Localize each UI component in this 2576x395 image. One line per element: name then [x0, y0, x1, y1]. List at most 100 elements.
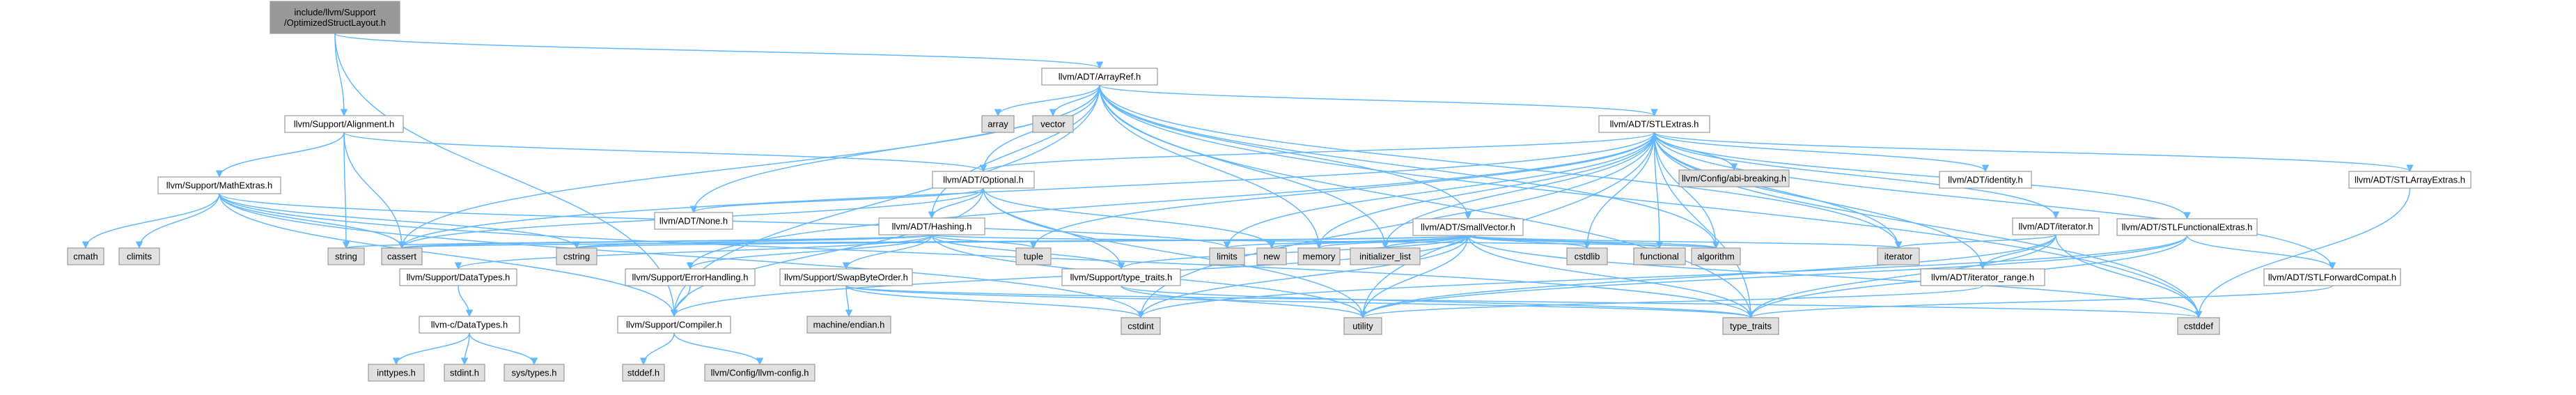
- node-typetraits-h[interactable]: llvm/Support/type_traits.h: [1061, 268, 1181, 286]
- node-label: cassert: [387, 251, 416, 262]
- edge-llvmc_datatypes-to-stdint: [460, 332, 470, 366]
- node-label: machine/endian.h: [813, 320, 885, 330]
- node-iterator[interactable]: llvm/ADT/iterator.h: [2012, 217, 2100, 235]
- node-mathextras[interactable]: llvm/Support/MathExtras.h: [157, 176, 281, 194]
- node-box: [399, 268, 517, 286]
- edge-mathextras-to-cassert: [219, 193, 406, 249]
- node-llvmc-datatypes[interactable]: llvm-c/DataTypes.h: [419, 316, 520, 334]
- edge-stlextras-to-stlarrayextras: [1653, 132, 2414, 173]
- edge-smallvector-to-cstring: [574, 235, 1469, 249]
- edge-stlforwardcompat-to-type_traits: [1747, 285, 2333, 319]
- node-stlarrayextras[interactable]: llvm/ADT/STLArrayExtras.h: [2348, 171, 2472, 189]
- node-box: [1121, 317, 1161, 335]
- edge-stlextras-to-stlforwardcompat: [1653, 132, 2336, 270]
- edge-opt_struct-to-alignment: [334, 33, 348, 117]
- edge-alignment-to-cassert: [343, 132, 406, 249]
- node-box: [2177, 317, 2220, 335]
- node-alignment[interactable]: llvm/Support/Alignment.h: [284, 115, 404, 133]
- node-iterator-range[interactable]: llvm/ADT/iterator_range.h: [1920, 268, 2045, 286]
- node-label: include/llvm/Support: [294, 7, 375, 17]
- edge-mathextras-to-cstring: [219, 193, 581, 249]
- node-box: [2263, 268, 2401, 286]
- node-swapbyteorder[interactable]: llvm/Support/SwapByteOrder.h: [779, 268, 913, 286]
- edge-arrayref-to-vector: [1049, 84, 1100, 117]
- node-optional[interactable]: llvm/ADT/Optional.h: [932, 171, 1035, 189]
- node-box: [1350, 247, 1421, 265]
- node-box: [419, 316, 520, 334]
- node-box: [1256, 247, 1287, 265]
- node-label: tuple: [1024, 251, 1043, 262]
- edge-hashing-to-string: [343, 234, 932, 249]
- node-label: llvm/ADT/Hashing.h: [892, 222, 972, 232]
- node-stlextras[interactable]: llvm/ADT/STLExtras.h: [1598, 115, 1710, 133]
- edge-smallvector-to-cstddef: [1467, 235, 2203, 319]
- edge-swapbyteorder-to-cstdint: [845, 285, 1145, 319]
- node-smallvector[interactable]: llvm/ADT/SmallVector.h: [1412, 218, 1524, 236]
- node-label: algorithm: [1697, 251, 1734, 262]
- edge-optional-to-none: [689, 187, 984, 214]
- node-box: [1939, 171, 2032, 189]
- node-stlfunctionalextras[interactable]: llvm/ADT/STLFunctionalExtras.h: [2116, 218, 2258, 236]
- node-errorhandling[interactable]: llvm/Support/ErrorHandling.h: [625, 268, 756, 286]
- node-label: array: [988, 119, 1008, 130]
- edge-stlextras-to-iterator_std: [1653, 132, 1903, 249]
- node-arrayref[interactable]: llvm/ADT/ArrayRef.h: [1041, 68, 1158, 86]
- node-label: llvm/ADT/STLForwardCompat.h: [2268, 272, 2396, 283]
- node-box: [381, 247, 423, 265]
- node-box: [1041, 68, 1158, 86]
- node-label: cstring: [563, 251, 590, 262]
- node-hashing[interactable]: llvm/ADT/Hashing.h: [878, 217, 985, 235]
- node-identity[interactable]: llvm/ADT/identity.h: [1939, 171, 2032, 189]
- edge-iterator-to-cstddef: [2055, 234, 2203, 319]
- edge-hashing-to-errorhandling: [686, 234, 932, 270]
- edge-smallvector-to-iterator_std: [1467, 235, 1902, 249]
- edge-arrayref-to-iterator_std: [1099, 84, 1903, 249]
- edge-mathextras-to-climits: [135, 193, 220, 249]
- node-label: sys/types.h: [511, 368, 556, 378]
- edge-optional-to-new: [983, 187, 1276, 249]
- edge-hashing-to-swapbyteorder: [842, 234, 932, 270]
- edge-compiler-to-llvmconfig: [673, 332, 764, 366]
- node-label: stdint.h: [450, 368, 479, 378]
- node-box: [1920, 268, 2045, 286]
- edge-typetraits_h-to-utility: [1121, 285, 1367, 319]
- node-box: [284, 115, 404, 133]
- node-none[interactable]: llvm/ADT/None.h: [654, 212, 733, 230]
- edge-typetraits_h-to-type_traits: [1121, 285, 1754, 319]
- node-label: cstdlib: [1575, 251, 1600, 262]
- node-label: cstddef: [2184, 321, 2213, 332]
- node-limits: limits: [1209, 247, 1245, 265]
- edge-stlextras-to-identity: [1653, 132, 1990, 173]
- edge-stlextras-to-algorithm: [1653, 132, 1720, 249]
- node-box: [1598, 115, 1710, 133]
- node-label: utility: [1352, 321, 1373, 332]
- node-box: [1633, 247, 1686, 265]
- node-label: llvm/Support/Compiler.h: [626, 320, 722, 330]
- node-new: new: [1256, 247, 1287, 265]
- node-label: llvm/Support/SwapByteOrder.h: [784, 272, 908, 283]
- edge-iterator-to-iterator_std: [1894, 234, 2056, 249]
- node-vector: vector: [1032, 115, 1074, 133]
- node-label: /OptimizedStructLayout.h: [284, 17, 386, 28]
- dependency-nodes: include/llvm/Support/OptimizedStructLayo…: [67, 1, 2472, 382]
- edge-hashing-to-cstring: [573, 234, 932, 249]
- edge-iterator-to-utility: [1359, 234, 2056, 319]
- node-compiler[interactable]: llvm/Support/Compiler.h: [617, 316, 731, 334]
- node-label: functional: [1640, 251, 1679, 262]
- node-label: llvm/Support/ErrorHandling.h: [632, 272, 749, 283]
- node-stlforwardcompat[interactable]: llvm/ADT/STLForwardCompat.h: [2263, 268, 2401, 286]
- node-box: [1061, 268, 1181, 286]
- node-datatypes[interactable]: llvm/Support/DataTypes.h: [399, 268, 517, 286]
- edge-arrayref-to-stlextras: [1099, 84, 1658, 117]
- edge-stlextras-to-optional: [980, 132, 1655, 173]
- node-box: [1566, 247, 1608, 265]
- node-box: [1032, 115, 1074, 133]
- edge-optional-to-utility: [983, 187, 1367, 319]
- node-box: [878, 217, 985, 235]
- edge-stlextras-to-limits: [1223, 132, 1655, 249]
- edge-arrayref-to-memory: [1099, 84, 1323, 249]
- edge-swapbyteorder-to-machine_endian: [845, 285, 853, 318]
- node-box: [806, 316, 891, 334]
- edge-smallvector-to-new: [1268, 235, 1469, 249]
